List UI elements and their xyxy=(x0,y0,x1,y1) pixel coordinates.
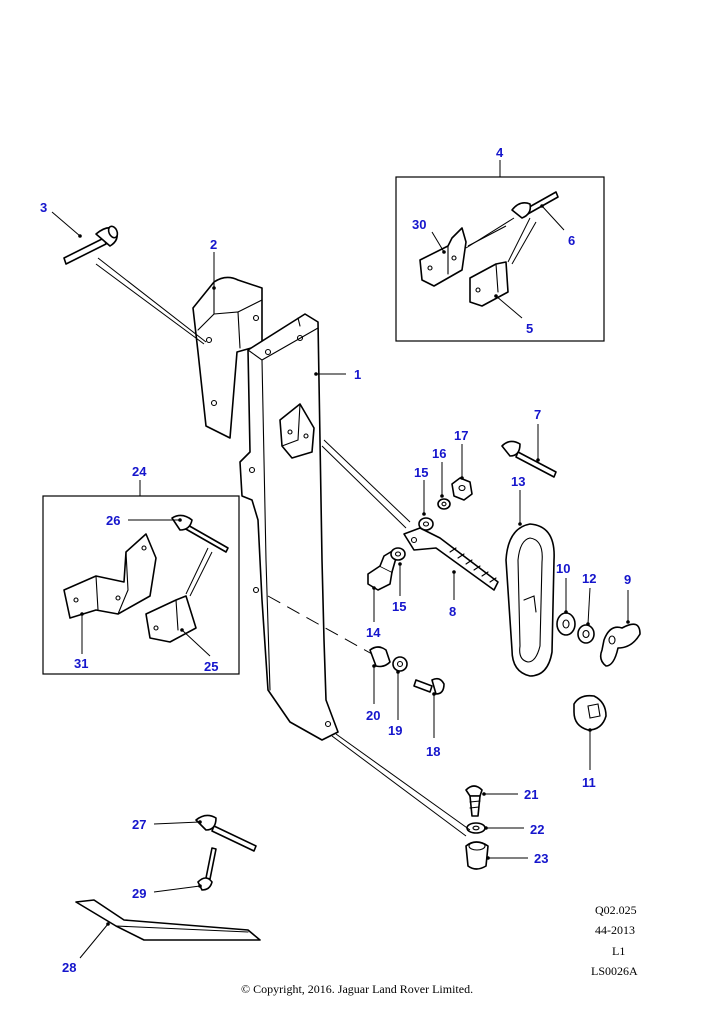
callout-14: 14 xyxy=(366,625,381,640)
part-9-wing-nut xyxy=(599,623,641,667)
inset-group-4 xyxy=(395,176,605,342)
callout-3: 3 xyxy=(40,200,47,215)
part-16-washer xyxy=(437,498,451,510)
part-21-screw xyxy=(465,785,483,817)
callout-28: 28 xyxy=(62,960,76,975)
callout-27: 27 xyxy=(132,817,146,832)
callout-29: 29 xyxy=(132,886,146,901)
callout-10: 10 xyxy=(556,561,570,576)
part-8-bolt xyxy=(403,527,499,591)
reference-line-4: LS0026A xyxy=(591,964,638,978)
part-20-spacer xyxy=(369,646,391,668)
callout-8: 8 xyxy=(449,604,456,619)
callout-23: 23 xyxy=(534,851,548,866)
reference-line-3: L1 xyxy=(612,944,625,958)
callout-15-upper: 15 xyxy=(414,465,428,480)
callout-20: 20 xyxy=(366,708,380,723)
inset-group-24 xyxy=(42,495,240,675)
part-2-channel-bracket xyxy=(192,276,263,439)
part-29-rivet xyxy=(197,847,217,891)
part-19-washer xyxy=(392,656,408,672)
callout-17: 17 xyxy=(454,428,468,443)
callout-12: 12 xyxy=(582,571,596,586)
callout-1: 1 xyxy=(354,367,361,382)
callout-15-lower: 15 xyxy=(392,599,406,614)
part-7-rivet xyxy=(501,440,557,478)
part-18-screw xyxy=(413,677,445,695)
callout-16: 16 xyxy=(432,446,446,461)
callout-24: 24 xyxy=(132,464,147,479)
part-28-plate xyxy=(75,899,261,941)
callout-18: 18 xyxy=(426,744,440,759)
part-27-rivet xyxy=(195,814,257,852)
reference-line-2: 44-2013 xyxy=(595,923,635,937)
callout-13: 13 xyxy=(511,474,525,489)
callout-26: 26 xyxy=(106,513,120,528)
callout-31: 31 xyxy=(74,656,88,671)
part-10-washer xyxy=(556,612,576,636)
part-13-housing xyxy=(505,523,555,677)
callout-labels: 1 2 3 4 5 6 7 8 9 10 11 12 13 14 15 15 1… xyxy=(40,145,631,975)
part-11-spacer xyxy=(573,694,607,731)
part-22-washer xyxy=(466,822,486,834)
reference-line-1: Q02.025 xyxy=(595,903,637,917)
callout-6: 6 xyxy=(568,233,575,248)
copyright-notice: © Copyright, 2016. Jaguar Land Rover Lim… xyxy=(241,982,473,996)
callout-5: 5 xyxy=(526,321,533,336)
callout-25: 25 xyxy=(204,659,218,674)
callout-9: 9 xyxy=(624,572,631,587)
callout-11: 11 xyxy=(582,775,596,790)
callout-7: 7 xyxy=(534,407,541,422)
part-3-rivet xyxy=(63,225,119,265)
reference-block: Q02.025 44-2013 L1 LS0026A xyxy=(591,903,638,978)
callout-leaders xyxy=(51,160,630,959)
callout-21: 21 xyxy=(524,787,538,802)
callout-4: 4 xyxy=(496,145,504,160)
assembly-line-2 xyxy=(97,257,207,343)
callout-30: 30 xyxy=(412,217,426,232)
part-23-bush xyxy=(465,841,489,870)
part-1-support-pillar xyxy=(239,313,339,741)
callout-19: 19 xyxy=(388,723,402,738)
callout-22: 22 xyxy=(530,822,544,837)
part-15-washers xyxy=(390,517,434,561)
part-17-nut xyxy=(451,477,473,501)
callout-2: 2 xyxy=(210,237,217,252)
part-12-lock-washer xyxy=(577,624,595,644)
